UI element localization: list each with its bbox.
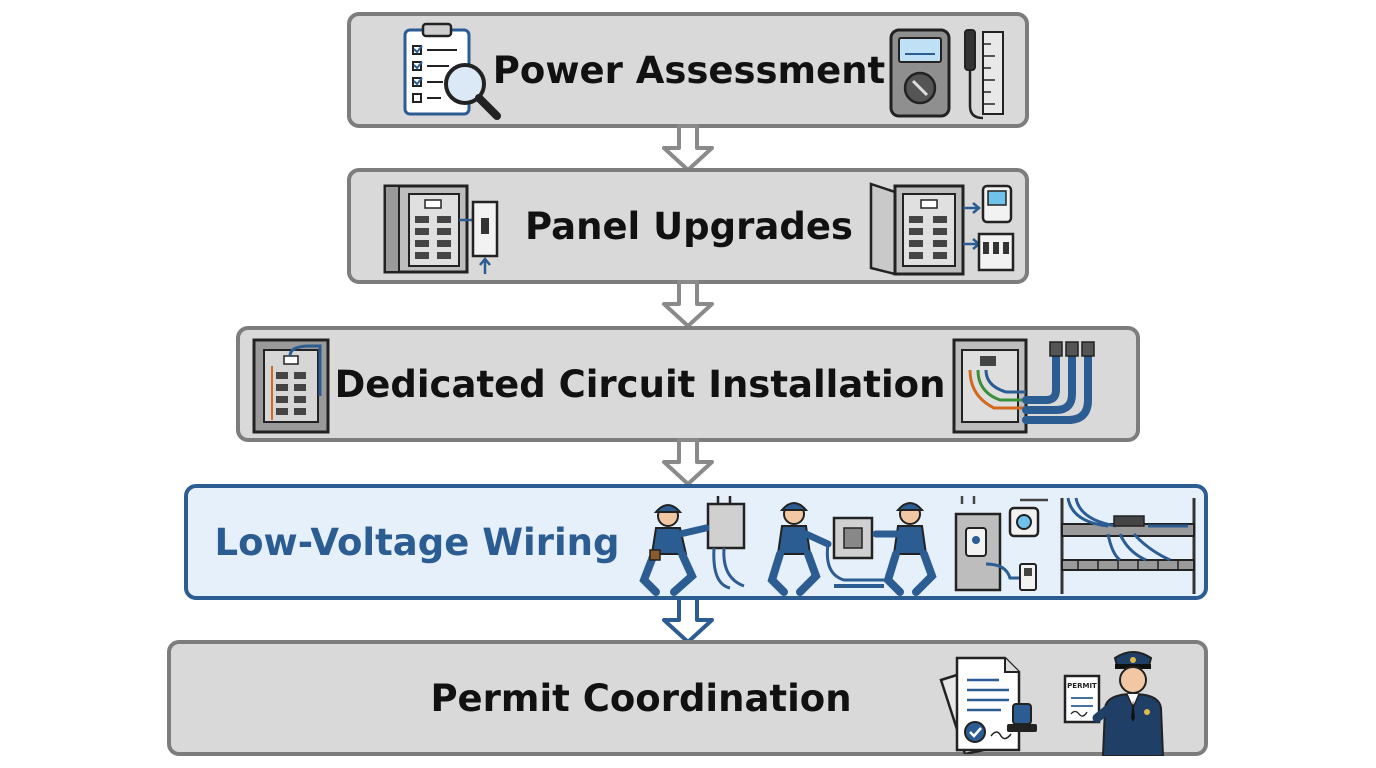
permit-sign-text: PERMIT	[1067, 682, 1097, 690]
flow-arrow	[662, 124, 714, 172]
inspector-icon: PERMIT	[1063, 651, 1165, 756]
step-label: Permit Coordination	[430, 676, 852, 720]
multimeter-probe-icon	[889, 28, 1004, 120]
flow-arrow	[662, 596, 714, 644]
step-label: Panel Upgrades	[525, 204, 853, 248]
breaker-panel-icon	[383, 184, 499, 274]
step-permit-coordination: Permit Coordination PERMIT	[167, 640, 1208, 756]
step-power-assessment: Power Assessment	[347, 12, 1029, 128]
technician-icon	[639, 496, 746, 596]
step-label: Power Assessment	[492, 48, 886, 92]
documents-stamp-icon	[939, 656, 1037, 754]
step-label: Dedicated Circuit Installation	[334, 362, 946, 406]
flow-arrow	[662, 438, 714, 486]
clipboard-magnifier-icon	[403, 22, 501, 120]
smart-devices-icon	[954, 496, 1048, 592]
breaker-box-icon	[252, 338, 330, 434]
technicians-pair-icon	[767, 502, 937, 596]
flow-arrow	[662, 280, 714, 328]
panel-meter-icon	[869, 182, 1015, 276]
cable-tray-icon	[1060, 497, 1196, 594]
step-low-voltage-wiring: Low-Voltage Wiring	[184, 484, 1208, 600]
step-label: Low-Voltage Wiring	[214, 520, 620, 564]
step-dedicated-circuit-installation: Dedicated Circuit Installation	[236, 326, 1140, 442]
step-panel-upgrades: Panel Upgrades	[347, 168, 1029, 284]
conduit-panel-icon	[952, 338, 1095, 434]
